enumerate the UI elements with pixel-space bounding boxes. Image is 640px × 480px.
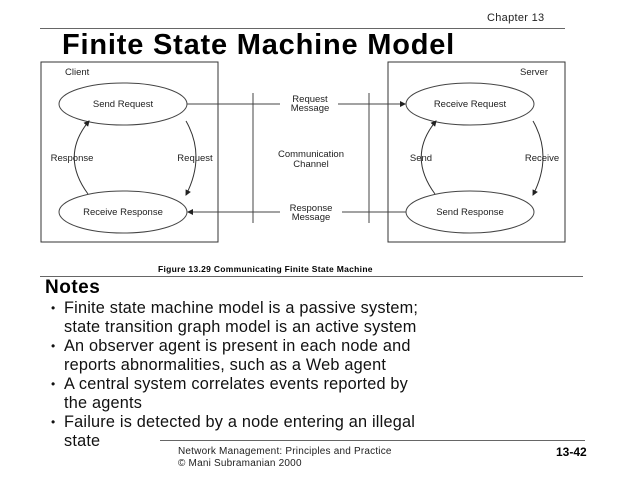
note-line: Failure is detected by a node entering a… (64, 413, 416, 431)
chapter-label: Chapter 13 (487, 12, 545, 24)
note-line: state transition graph model is an activ… (64, 318, 417, 336)
server-send-transition (420, 120, 437, 195)
request-message-label-line1: Request (292, 94, 328, 105)
request-message-label-line2: Message (291, 103, 330, 114)
footer-divider (160, 440, 585, 441)
server-send-transition-label: Send (410, 153, 432, 164)
channel-label-line1: Communication (278, 149, 344, 160)
bullet-icon: • (51, 301, 56, 315)
channel-label-line2: Channel (293, 159, 328, 170)
bullet-icon: • (51, 377, 56, 391)
footer-copyright: © Mani Subramanian 2000 (178, 458, 302, 469)
fsm-diagram: Client Send Request Receive Response Res… (40, 61, 566, 243)
note-line: A central system correlates events repor… (64, 375, 409, 393)
client-response-transition (73, 120, 90, 195)
server-box (387, 61, 566, 243)
response-message-label-line2: Message (292, 212, 331, 223)
caption-divider (40, 276, 583, 277)
bullet-icon: • (51, 339, 56, 353)
state-send-request-label: Send Request (93, 99, 154, 110)
client-box (40, 61, 219, 243)
notes-list: • Finite state machine model is a passiv… (50, 299, 610, 451)
note-item: • Finite state machine model is a passiv… (50, 299, 610, 337)
note-line: the agents (64, 394, 143, 412)
bullet-icon: • (51, 415, 56, 429)
header-divider (40, 28, 565, 29)
figure-caption: Figure 13.29 Communicating Finite State … (158, 264, 373, 274)
server-label: Server (520, 67, 548, 78)
note-item: • An observer agent is present in each n… (50, 337, 610, 375)
footer-book-title: Network Management: Principles and Pract… (178, 446, 392, 457)
slide-title: Finite State Machine Model (62, 29, 456, 61)
client-response-transition-label: Response (51, 153, 94, 164)
client-label: Client (65, 67, 90, 78)
note-item: • Failure is detected by a node entering… (50, 413, 610, 451)
state-receive-request-label: Receive Request (434, 99, 507, 110)
page-number: 13-42 (556, 445, 587, 459)
note-item: • A central system correlates events rep… (50, 375, 610, 413)
state-receive-request (405, 82, 535, 126)
response-message-label-line1: Response (290, 203, 333, 214)
client-request-transition (185, 120, 197, 196)
note-line: state (64, 432, 101, 450)
server-receive-transition-label: Receive (525, 153, 559, 164)
client-request-transition-label: Request (177, 153, 213, 164)
state-send-response-label: Send Response (436, 207, 504, 218)
note-line: An observer agent is present in each nod… (64, 337, 411, 355)
server-receive-transition (532, 120, 544, 196)
state-receive-response-label: Receive Response (83, 207, 163, 218)
note-line: Finite state machine model is a passive … (64, 299, 419, 317)
notes-heading: Notes (45, 277, 101, 298)
note-line: reports abnormalities, such as a Web age… (64, 356, 387, 374)
